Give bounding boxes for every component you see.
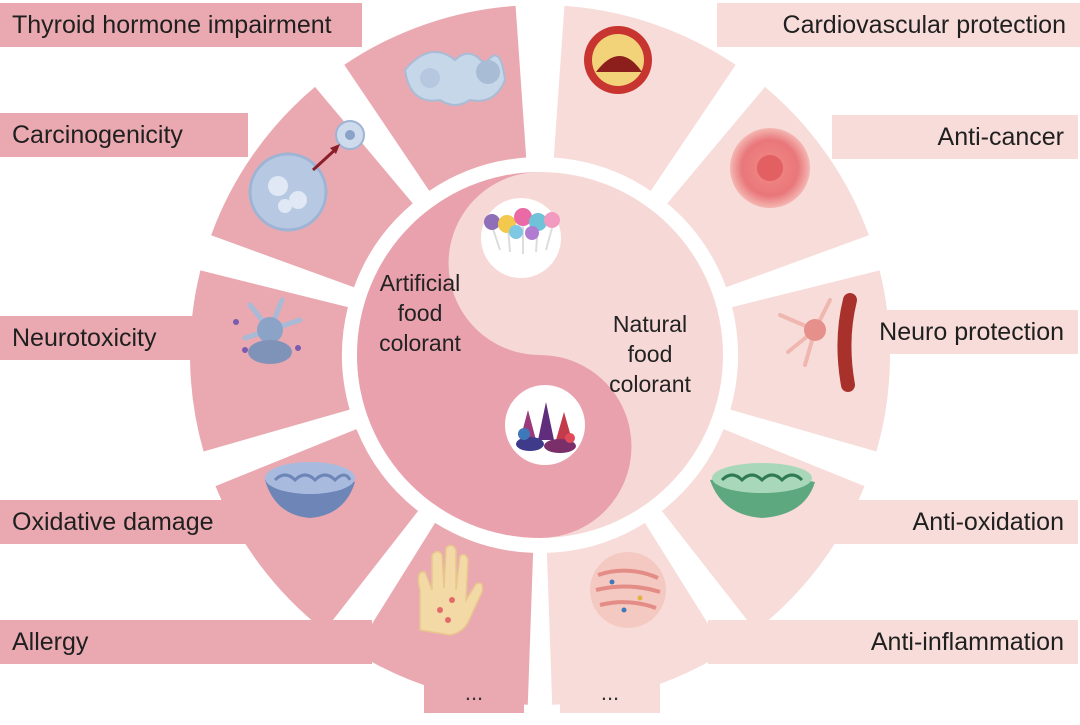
natural-line-1: Natural <box>612 311 688 337</box>
natural-dyes-icon <box>516 402 576 453</box>
right-label-anti-oxidation: Anti-oxidation <box>832 500 1078 544</box>
artificial-food-colorant-label: Artificial food colorant <box>340 268 500 358</box>
right-label-anti-cancer: Anti-cancer <box>832 115 1078 159</box>
left-label-thyroid: Thyroid hormone impairment <box>0 3 362 47</box>
tumor-cell-icon <box>730 128 810 208</box>
left-label-allergy: Allergy <box>0 620 372 664</box>
natural-line-2: food <box>627 341 673 367</box>
mitochondria-icon <box>265 462 355 518</box>
right-label-neuro-protection: Neuro protection <box>878 310 1078 354</box>
healthy-mitochondria-icon <box>710 463 815 518</box>
inflamed-tissue-icon <box>590 552 666 628</box>
cancer-cell-icon <box>248 120 365 232</box>
artificial-line-1: Artificial <box>379 270 461 296</box>
left-label-neurotoxicity: Neurotoxicity <box>0 316 200 360</box>
thyroid-icon <box>403 51 507 106</box>
artificial-line-3: colorant <box>379 330 461 356</box>
more-ellipsis-left: ... <box>424 673 524 713</box>
right-label-anti-inflammation: Anti-inflammation <box>708 620 1078 664</box>
artery-icon <box>584 26 652 94</box>
neuron-icon <box>233 297 303 364</box>
segment-neuro-protection <box>730 270 890 452</box>
allergic-hand-icon <box>417 544 484 636</box>
artificial-line-2: food <box>397 300 443 326</box>
left-label-carcinogenicity: Carcinogenicity <box>0 113 248 157</box>
right-label-cardiovascular: Cardiovascular protection <box>717 3 1080 47</box>
natural-food-colorant-label: Natural food colorant <box>570 309 730 399</box>
left-label-oxidative-damage: Oxidative damage <box>0 500 248 544</box>
lollipops-icon <box>484 208 560 254</box>
more-ellipsis-right: ... <box>560 673 660 713</box>
protected-neuron-icon <box>778 293 857 392</box>
natural-line-3: colorant <box>609 371 691 397</box>
